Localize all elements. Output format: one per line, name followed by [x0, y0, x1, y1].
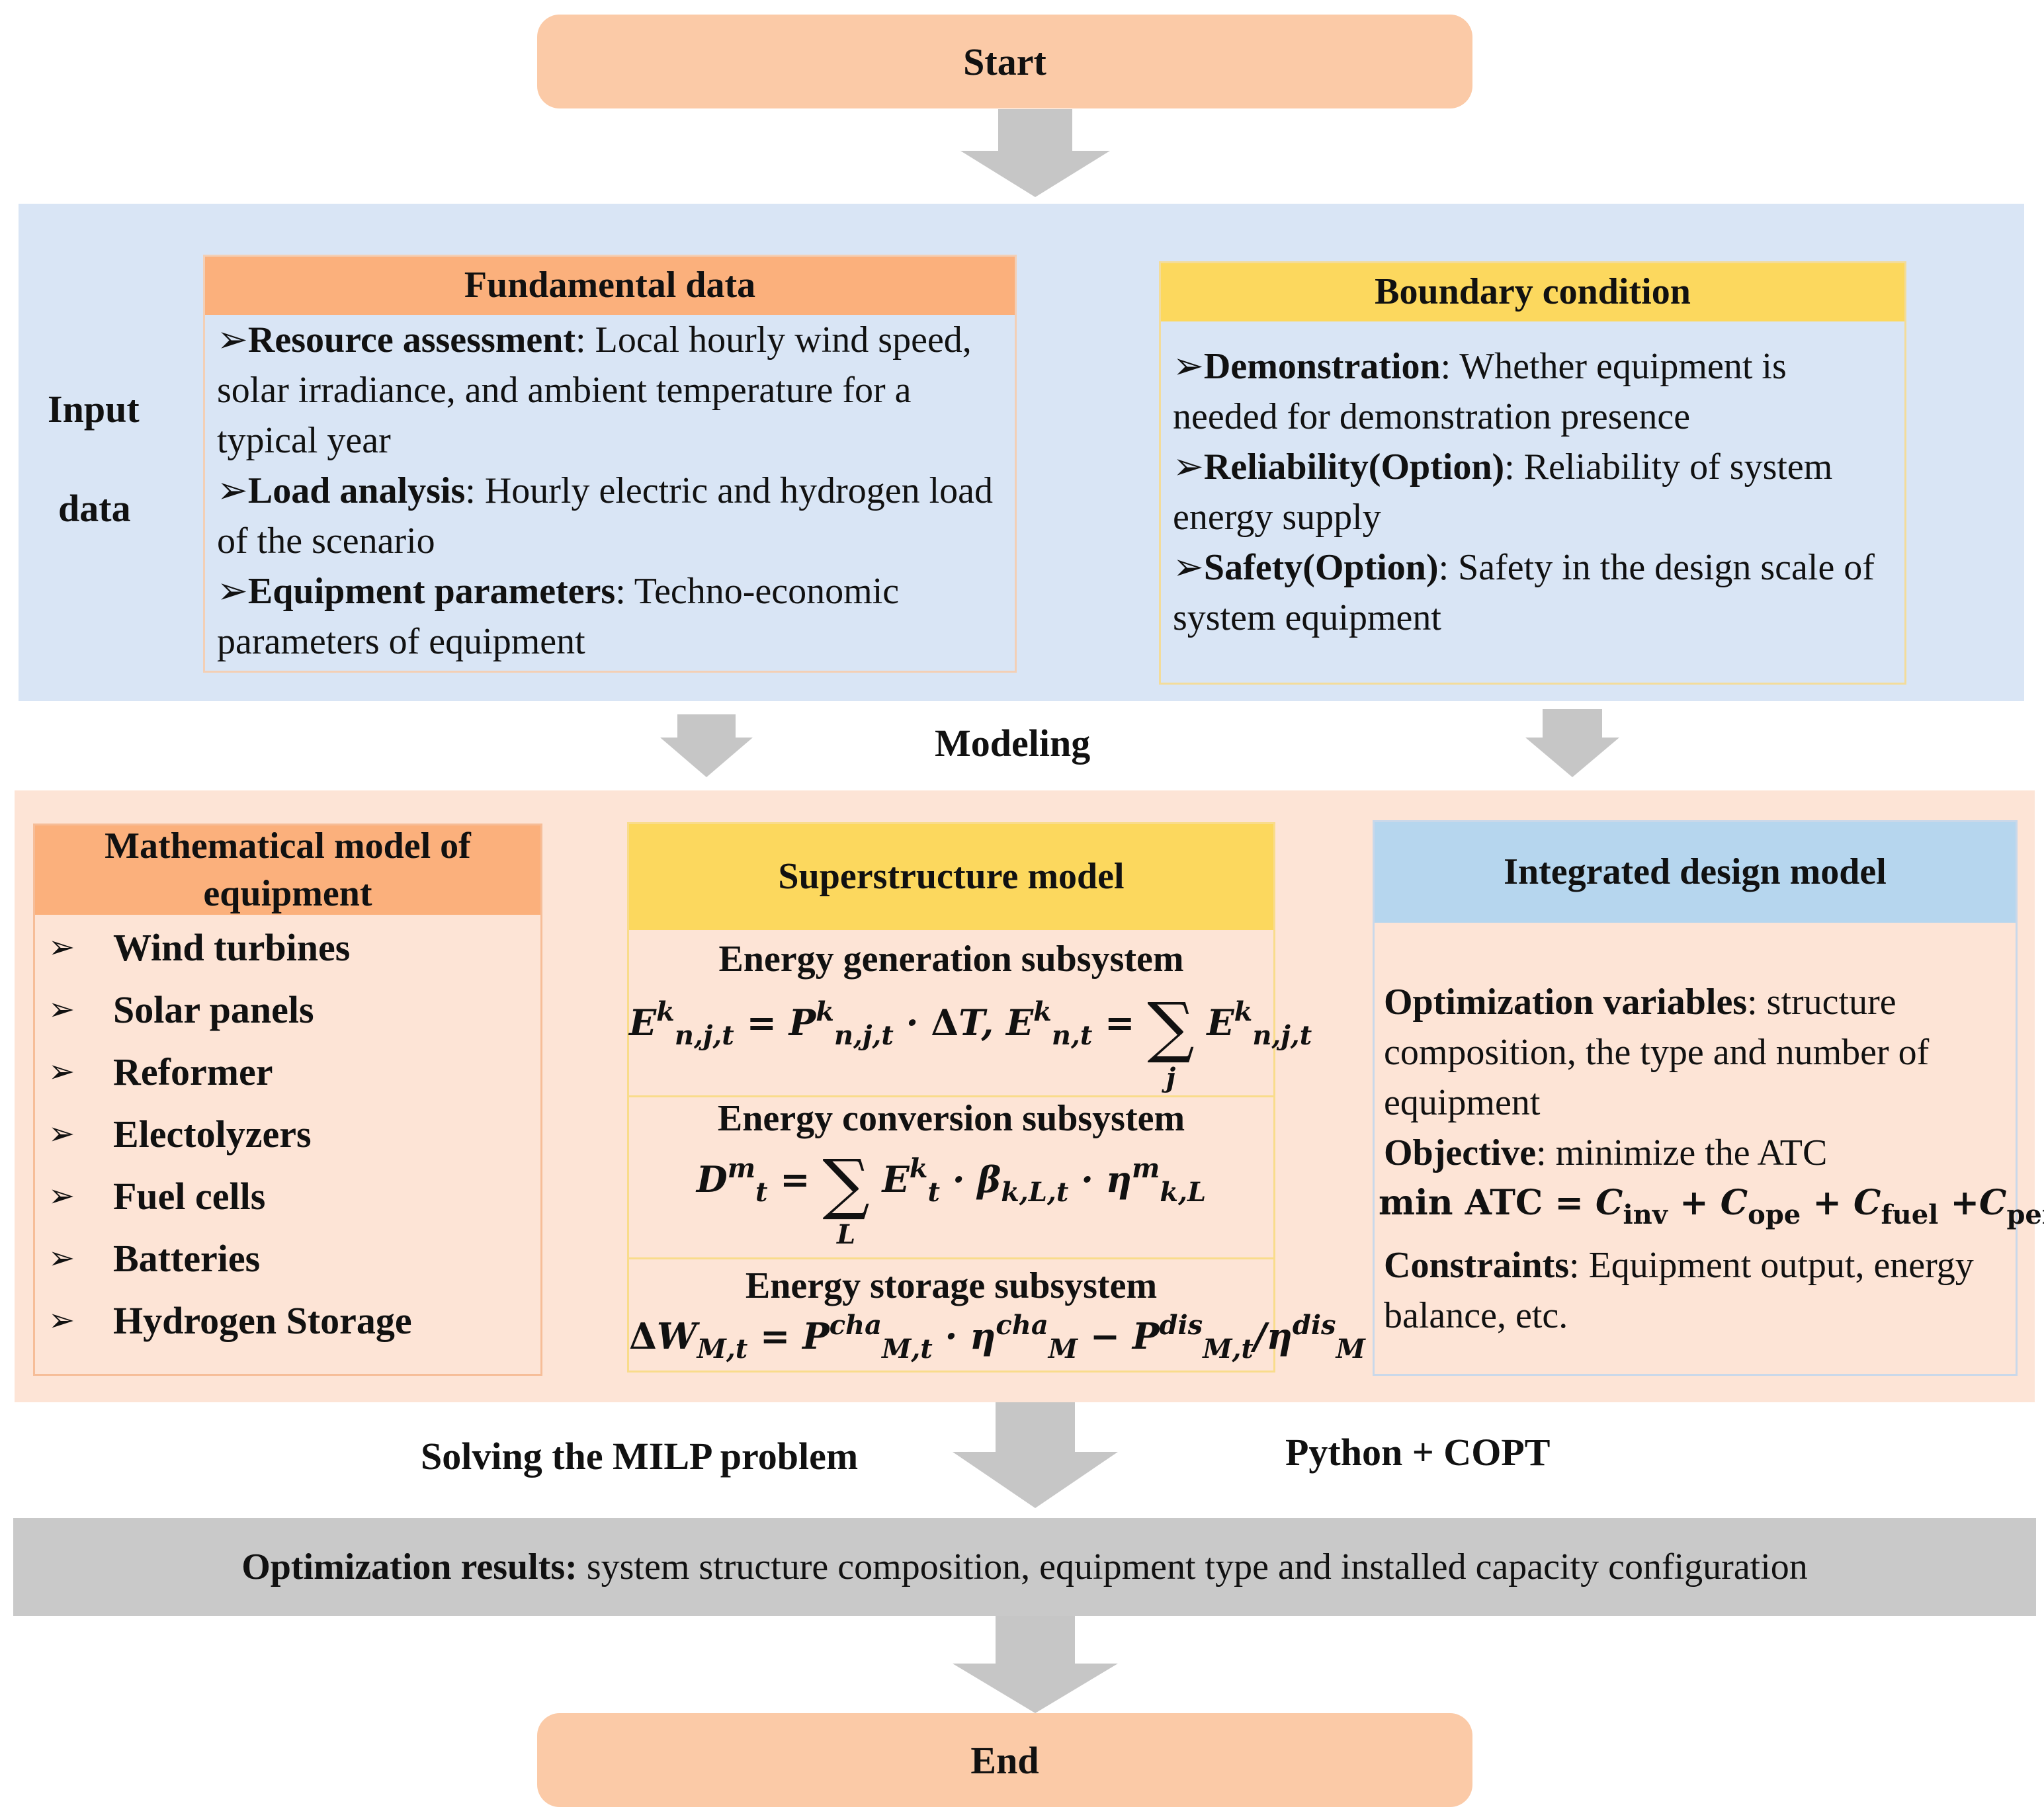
generation-subsystem: Energy generation subsystem Ekn,j,t = Pk… [629, 930, 1312, 1097]
equipment-item: ➢ Wind turbines [35, 916, 540, 978]
equipment-item-label: Hydrogen Storage [113, 1298, 412, 1342]
equipment-item-label: Wind turbines [113, 925, 351, 969]
equipment-item: ➢ Batteries [35, 1227, 540, 1289]
equipment-item: ➢ Fuel cells [35, 1165, 540, 1227]
optimization-variables: Optimization variables: structure compos… [1384, 977, 2008, 1128]
storage-subsystem: Energy storage subsystem ΔWM,t = PchaM,t… [629, 1259, 1365, 1372]
fundamental-item-resource: ➢Resource assessment: Local hourly wind … [217, 319, 972, 461]
boundary-item-safety: ➢Safety(Option): Safety in the design sc… [1173, 547, 1875, 638]
start-node: Start [537, 15, 1472, 108]
integrated-design-content: Optimization variables: structure compos… [1375, 923, 2044, 1341]
fundamental-item-desc: : Local hourly wind speed, solar irradia… [217, 319, 972, 461]
boundary-item-reliability: ➢Reliability(Option): Reliability of sys… [1173, 446, 1833, 538]
fundamental-item-term: Equipment parameters [247, 571, 616, 612]
boundary-item-desc: : Safety in the design scale of system e… [1173, 547, 1875, 638]
constraints-desc: : Equipment output, energy balance, etc. [1384, 1245, 1974, 1336]
equipment-item: ➢ Hydrogen Storage [35, 1289, 540, 1351]
constraints-term: Constraints [1384, 1245, 1570, 1286]
results-term: Optimization results: [241, 1546, 577, 1587]
boundary-condition-title: Boundary condition [1375, 271, 1691, 313]
solving-label: Solving the MILP problem [421, 1435, 859, 1478]
input-label-line1: Input [48, 388, 140, 431]
superstructure-title: Superstructure model [778, 856, 1125, 898]
equipment-list: ➢ Wind turbines ➢ Solar panels ➢ Reformer ➢… [35, 916, 540, 1351]
boundary-item-term: Safety(Option) [1203, 547, 1439, 588]
boundary-item-term: Demonstration [1203, 346, 1441, 387]
end-node: End [537, 1713, 1472, 1807]
objective: Objective: minimize the ATC [1384, 1128, 2008, 1178]
input-label-line2: data [58, 487, 131, 530]
superstructure-box: Superstructure model Energy generation s… [627, 822, 1365, 1373]
arrow-bullet-icon: ➢ [48, 1302, 75, 1339]
equipment-item: ➢ Electolyzers [35, 1103, 540, 1165]
results-desc: system structure composition, equipment … [577, 1546, 1808, 1587]
conversion-subsystem: Energy conversion subsystem Dmt = ∑L Ekt… [629, 1097, 1273, 1259]
equipment-item: ➢ Solar panels [35, 978, 540, 1040]
fundamental-item-load: ➢Load analysis: Hourly electric and hydr… [217, 470, 993, 562]
integrated-design-header: Integrated design model [1375, 822, 2016, 923]
arrow-bullet-icon: ➢ [48, 1115, 75, 1152]
arrow-bullet-icon: ➢ [48, 929, 75, 966]
fundamental-item-equipment: ➢Equipment parameters: Techno-economic p… [217, 571, 900, 662]
conversion-subsystem-title: Energy conversion subsystem [717, 1098, 1185, 1139]
arrow-model-to-results [953, 1396, 1118, 1508]
boundary-item-term: Reliability(Option) [1203, 446, 1505, 487]
arrow-results-to-end [953, 1614, 1118, 1713]
optimization-variables-term: Optimization variables [1384, 982, 1748, 1023]
superstructure-header: Superstructure model [629, 824, 1273, 930]
generation-subsystem-title: Energy generation subsystem [718, 939, 1184, 980]
fundamental-data-box: Fundamental data ➢Resource assessment: L… [203, 255, 1017, 673]
optimization-variables-desc: : structure composition, the type and nu… [1384, 982, 1930, 1123]
arrow-bullet-icon: ➢ [48, 991, 75, 1028]
fundamental-data-content: ➢Resource assessment: Local hourly wind … [205, 315, 1015, 667]
conversion-equation: Dmt = ∑L Ekt · βk,L,t · ηmk,L [696, 1145, 1207, 1250]
arrow-boundary-to-model [1525, 709, 1619, 777]
arrow-bullet-icon: ➢ [48, 1240, 75, 1277]
objective-term: Objective [1384, 1132, 1537, 1173]
constraints: Constraints: Equipment output, energy ba… [1384, 1240, 2008, 1341]
fundamental-item-desc: : Techno-economic parameters of equipmen… [217, 571, 900, 662]
storage-subsystem-title: Energy storage subsystem [745, 1265, 1158, 1306]
boundary-condition-content: ➢Demonstration: Whether equipment is nee… [1161, 321, 1904, 643]
arrow-fundamental-to-model [660, 714, 753, 777]
storage-equation: ΔWM,t = PchaM,t · ηchaM − PdisM,t/ηdisM [629, 1310, 1365, 1365]
end-label: End [970, 1738, 1039, 1782]
arrow-bullet-icon: ➢ [48, 1053, 75, 1090]
fundamental-item-term: Load analysis [247, 470, 466, 511]
boundary-item-demonstration: ➢Demonstration: Whether equipment is nee… [1173, 346, 1787, 437]
boundary-item-desc: : Reliability of system energy supply [1173, 446, 1833, 538]
boundary-item-desc: : Whether equipment is needed for demons… [1173, 346, 1787, 437]
optimization-results-bar: Optimization results: system structure c… [13, 1518, 2036, 1616]
boundary-condition-header: Boundary condition [1161, 263, 1904, 321]
fundamental-data-title: Fundamental data [464, 265, 756, 306]
modeling-label: Modeling [935, 722, 1091, 765]
objective-desc: : minimize the ATC [1536, 1132, 1828, 1173]
equipment-item-label: Fuel cells [113, 1174, 266, 1218]
arrow-start-to-input [960, 109, 1110, 197]
integrated-design-box: Integrated design model Optimization var… [1373, 820, 2044, 1376]
math-model-box: Mathematical model of equipment ➢ Wind tu… [33, 824, 542, 1376]
equipment-item-label: Batteries [113, 1236, 261, 1280]
tool-label: Python + COPT [1285, 1431, 1551, 1474]
equipment-item-label: Reformer [113, 1050, 273, 1093]
math-model-header: Mathematical model of equipment [35, 825, 540, 915]
equipment-item-label: Solar panels [113, 988, 314, 1031]
fundamental-data-header: Fundamental data [205, 257, 1015, 315]
fundamental-item-desc: : Hourly electric and hydrogen load of t… [217, 470, 993, 562]
boundary-condition-box: Boundary condition ➢Demonstration: Wheth… [1159, 261, 1906, 685]
start-label: Start [963, 40, 1046, 83]
fundamental-item-term: Resource assessment [247, 319, 576, 360]
math-model-title: Mathematical model of equipment [105, 825, 471, 914]
generation-equation: Ekn,j,t = Pkn,j,t · ΔT, Ekn,t = ∑j Ekn,j… [629, 988, 1312, 1093]
equipment-item-label: Electolyzers [113, 1112, 312, 1156]
arrow-bullet-icon: ➢ [48, 1177, 75, 1214]
integrated-design-title: Integrated design model [1504, 851, 1887, 893]
equipment-item: ➢ Reformer [35, 1040, 540, 1103]
atc-equation: min ATC = Cinv + Cope + Cfuel +Cpen [1379, 1183, 2044, 1230]
